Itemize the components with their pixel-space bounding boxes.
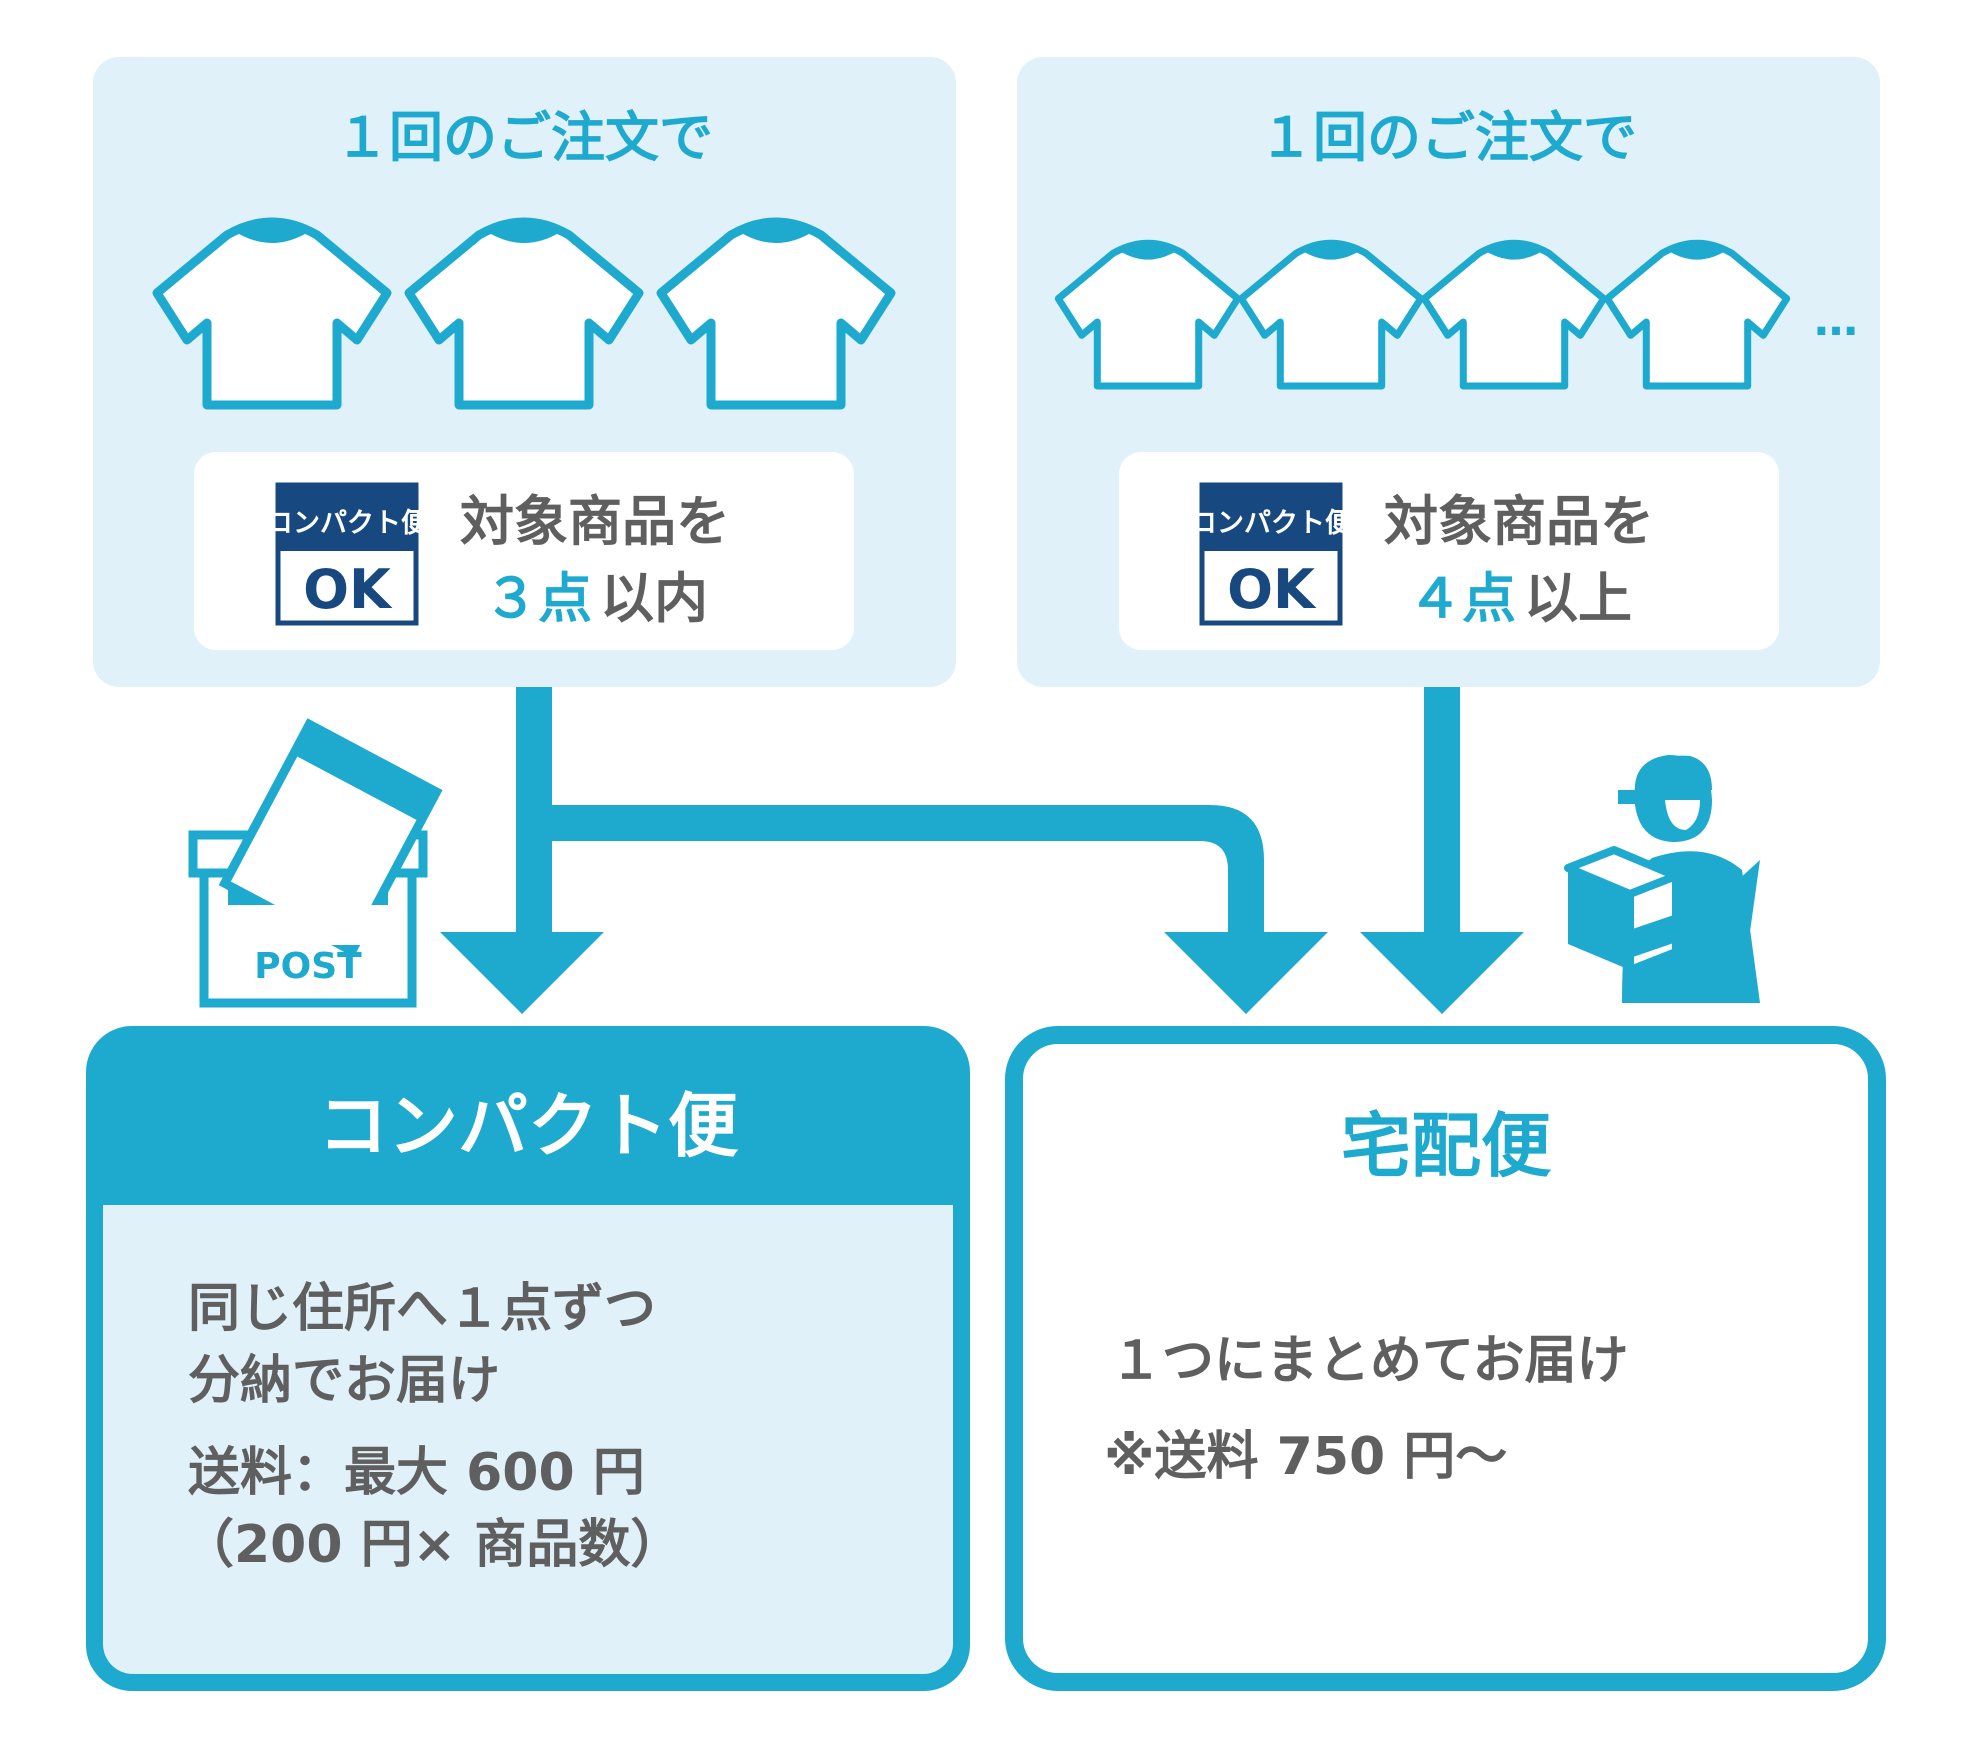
mailbox-icon: POST [188, 718, 443, 1008]
right-suffix: 以上 [1524, 567, 1632, 630]
left-arrow-head [440, 932, 604, 1014]
right-arrow-head [1360, 932, 1524, 1014]
compact-box-title: コンパクト便 [318, 1085, 739, 1167]
branch-arrow-head [1164, 932, 1328, 1014]
right-condition-line2: ４点以上 [1408, 567, 1632, 630]
post-label: POST [254, 946, 362, 987]
more-ellipsis: … [1814, 295, 1858, 346]
badge-ok-label: OK [303, 558, 393, 621]
compact-ok-badge-icon: コンパクト便 OK [1190, 485, 1353, 623]
compact-delivery-box: コンパクト便 同じ住所へ１点ずつ 分納でお届け 送料：最大 600 円 （200… [86, 1026, 970, 1691]
compact-fee-line2: （200 円× 商品数） [182, 1515, 682, 1575]
delivery-person-icon [1564, 755, 1760, 1003]
takuhai-box-title: 宅配便 [1341, 1105, 1552, 1187]
left-count: ３点 [484, 567, 592, 630]
right-card-title: １回のご注文で [1259, 106, 1637, 169]
takuhai-fee-line: ※送料 750 円〜 [1104, 1427, 1507, 1487]
flow-arrows [440, 687, 1524, 1014]
badge-ok-label: OK [1227, 558, 1317, 621]
left-card-title: １回のご注文で [335, 106, 713, 169]
takuhai-box-frame [1005, 1026, 1886, 1691]
right-condition-line1: 対象商品を [1384, 490, 1654, 553]
badge-top-label: コンパクト便 [266, 508, 429, 539]
badge-top-label: コンパクト便 [1190, 508, 1353, 539]
right-arrow-shaft [1424, 687, 1460, 937]
left-suffix: 以内 [600, 567, 708, 630]
compact-ok-badge-icon: コンパクト便 OK [266, 485, 429, 623]
compact-box-body [103, 1205, 953, 1674]
compact-desc-line2: 分納でお届け [188, 1351, 500, 1411]
compact-fee-line1: 送料：最大 600 円 [188, 1443, 645, 1503]
takuhai-desc-line1: １つにまとめてお届け [1110, 1331, 1628, 1391]
right-count: ４点 [1408, 567, 1516, 630]
left-condition-line1: 対象商品を [460, 490, 730, 553]
takuhai-delivery-box: 宅配便 １つにまとめてお届け ※送料 750 円〜 [1005, 1026, 1886, 1691]
left-condition-line2: ３点以内 [484, 567, 708, 630]
left-order-card: １回のご注文で コンパクト便 OK 対象商品を ３点以内 [93, 57, 956, 687]
compact-desc-line1: 同じ住所へ１点ずつ [188, 1279, 656, 1339]
branch-arrow-shaft [552, 805, 1264, 932]
right-order-card: １回のご注文で … コンパクト便 OK 対象商品を ４点以上 [1017, 57, 1880, 687]
left-arrow-shaft [516, 687, 552, 937]
